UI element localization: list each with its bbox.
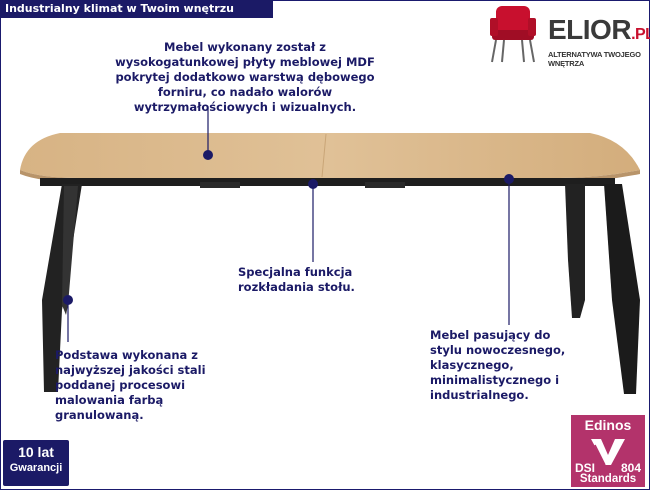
callout-dot [504, 174, 514, 184]
table-leg [62, 186, 78, 315]
note-steel-base: Podstawa wykonana z najwyższej jakości s… [55, 348, 206, 422]
table-leg [604, 184, 640, 394]
note-mdf-board: Mebel wykonany został z wysokogatunkowej… [115, 40, 375, 114]
warranty-badge: 10 lat Gwarancji [3, 440, 69, 486]
callout-dot [63, 295, 73, 305]
edinos-standards-badge: Edinos DSI 804 Standards [571, 415, 645, 487]
note-style-fit: Mebel pasujący do stylu nowoczesnego, kl… [430, 328, 566, 402]
red-chair-icon [490, 6, 536, 63]
logo-tagline: ALTERNATYWA TWOJEGO WNĘTRZA [548, 50, 641, 68]
callout-dot [203, 150, 213, 160]
header-title: Industrialny klimat w Twoim wnętrzu [0, 0, 273, 18]
table-leg [565, 184, 585, 318]
edinos-check-icon [591, 439, 625, 466]
note-extension-function: Specjalna funkcja rozkładania stołu. [238, 265, 355, 294]
callout-dot [308, 179, 318, 189]
logo-text[interactable]: ELIOR.PL [548, 14, 650, 45]
table-frame [40, 178, 615, 186]
table-top [20, 133, 640, 178]
